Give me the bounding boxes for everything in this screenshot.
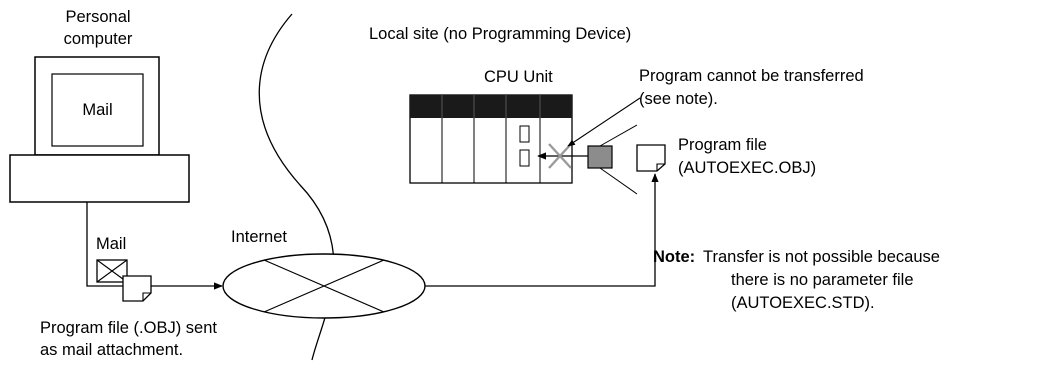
envelope-icon [96,259,128,283]
callout-leader-line [567,97,641,147]
mail-label: Mail [96,235,127,253]
pc-label-line1: Personal [65,8,131,26]
caption-line2: as mail attachment. [40,341,184,359]
internet-cloud-icon [222,253,426,319]
pc-monitor-screen [51,73,144,147]
blocked-cross-icon [548,143,572,169]
note-line3: (AUTOEXEC.STD). [731,294,875,312]
callout-line2: (see note). [639,90,718,108]
fan-line-lower [599,167,638,195]
memory-slot-lower [519,149,530,167]
note-prefix: Note: [653,248,696,266]
rack-header [410,95,572,118]
mail-path-line [86,202,223,290]
fan-line-upper [599,124,638,147]
pc-screen-text: Mail [82,101,113,119]
local-site-title: Local site (no Programming Device) [369,25,632,43]
pc-label-line2: computer [63,30,133,48]
attachment-file-icon [122,275,152,302]
program-file-line1: Program file [678,136,767,154]
program-file-icon [636,144,666,172]
cpu-unit-label: CPU Unit [484,68,553,86]
personal-computer [9,56,190,203]
callout-line1: Program cannot be transferred [639,67,864,85]
note-line2: there is no parameter file [731,271,914,289]
internet-to-site-line [425,173,659,287]
note-line1: Transfer is not possible because [703,248,940,266]
pc-base [9,154,190,203]
internet-label: Internet [231,228,287,246]
memory-slot-upper [519,125,530,143]
caption-line1: Program file (.OBJ) sent [40,319,217,337]
program-file-line2: (AUTOEXEC.OBJ) [678,159,817,177]
memory-card-connector [587,145,613,169]
cpu-unit-rack [409,94,573,184]
